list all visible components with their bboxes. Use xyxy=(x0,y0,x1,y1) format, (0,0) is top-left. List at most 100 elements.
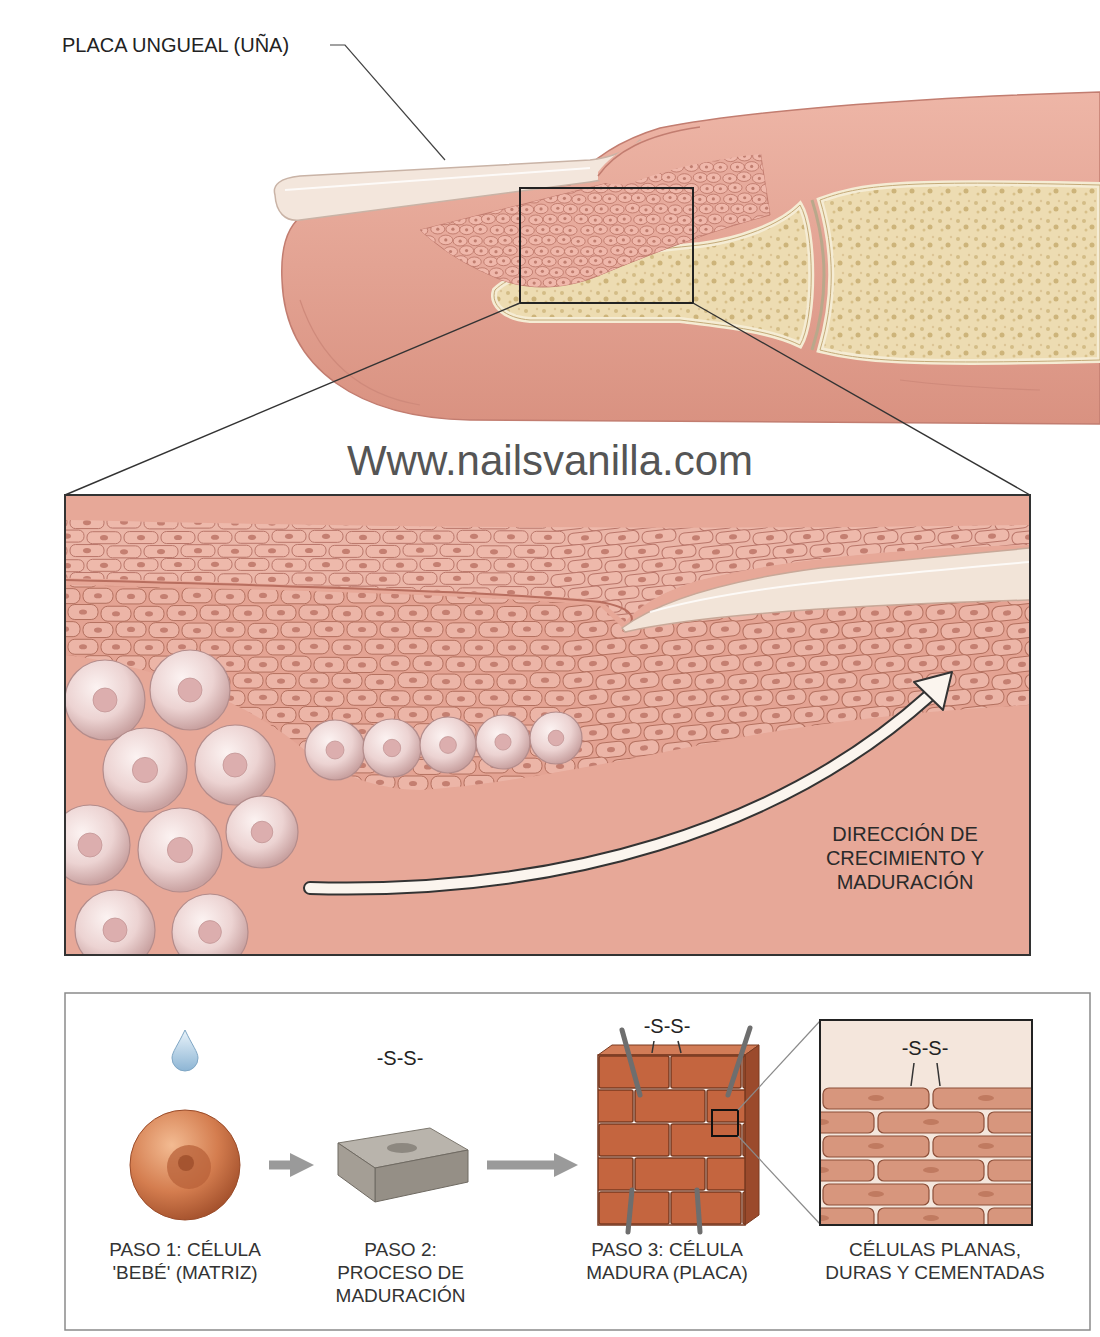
matrix-cell xyxy=(549,288,563,298)
matrix-cell xyxy=(741,282,744,285)
matrix-cell xyxy=(504,225,518,235)
flat-cell xyxy=(272,559,306,571)
flat-cell xyxy=(550,544,585,559)
flat-cell xyxy=(218,545,252,557)
matrix-cell xyxy=(498,152,512,162)
flat-cell xyxy=(661,544,696,559)
matrix-cell xyxy=(459,268,473,278)
maturing-cell xyxy=(622,594,630,600)
flat-cell xyxy=(272,530,306,542)
matrix-cell xyxy=(484,236,498,246)
maturing-cell xyxy=(709,620,740,638)
matrix-cell xyxy=(736,256,750,266)
matrix-cell xyxy=(624,247,638,257)
matrix-cell xyxy=(556,278,570,288)
flat-cell xyxy=(403,518,437,530)
matrix-cell xyxy=(527,278,541,288)
maturing-cell xyxy=(442,645,450,650)
maturing-cell xyxy=(182,588,212,603)
matrix-cell xyxy=(714,226,728,236)
flat-cell xyxy=(544,591,552,596)
matrix-cell xyxy=(693,195,707,205)
maturing-cell xyxy=(497,606,527,621)
flat-cell xyxy=(309,530,343,542)
matrix-cell xyxy=(407,151,421,161)
flat-cell xyxy=(70,573,104,585)
flat-cell xyxy=(70,517,104,529)
maturing-cell xyxy=(991,638,1022,656)
flat-cell xyxy=(550,544,585,559)
matrix-cell xyxy=(677,215,691,225)
matrix-cell xyxy=(761,226,775,236)
matrix-cell xyxy=(638,280,641,283)
maturing-cell xyxy=(200,605,230,620)
matrix-cell xyxy=(549,281,552,284)
flat-cell xyxy=(715,558,750,573)
maturing-cell xyxy=(347,622,377,637)
maturing-cell xyxy=(760,638,791,656)
flat-cell xyxy=(735,544,770,559)
matrix-cell xyxy=(719,270,722,273)
matrix-cell xyxy=(664,214,678,224)
flat-cell xyxy=(477,517,511,529)
matrix-cell xyxy=(604,236,618,246)
matrix-cell xyxy=(623,196,626,199)
maturing-cell xyxy=(127,594,135,599)
matrix-cell xyxy=(753,277,767,287)
maturing-cell xyxy=(376,644,384,649)
matrix-cell xyxy=(502,281,505,284)
matrix-cell xyxy=(465,249,468,252)
maturing-cell xyxy=(985,660,993,666)
maturing-cell xyxy=(676,656,707,674)
maturing-cell xyxy=(409,611,417,616)
flat-cell xyxy=(900,530,935,545)
flat-cell xyxy=(971,520,979,526)
matrix-cell xyxy=(661,292,664,295)
matrix-cell xyxy=(625,268,639,278)
maturing-cell xyxy=(610,656,641,674)
maturing-cell xyxy=(497,572,527,587)
matrix-cell xyxy=(398,141,412,151)
matrix-cell xyxy=(547,239,550,242)
matrix-cell xyxy=(452,152,466,162)
flat-cell xyxy=(292,517,326,529)
flat-cell xyxy=(587,571,622,586)
maturing-cell xyxy=(446,589,476,604)
matrix-cell xyxy=(766,229,769,232)
flat-cell xyxy=(789,529,824,544)
matrix-cell xyxy=(674,270,677,273)
maturing-cell xyxy=(347,588,377,603)
matrix-cell xyxy=(577,198,580,201)
matrix-cell xyxy=(510,208,513,211)
flat-cell xyxy=(729,534,737,540)
matrix-cell xyxy=(579,217,582,220)
flat-cell xyxy=(678,530,713,545)
matrix-cell xyxy=(742,239,745,242)
matrix-cell xyxy=(638,246,652,256)
matrix-cell xyxy=(767,214,781,224)
flat-cell xyxy=(567,558,602,573)
flat-cell xyxy=(292,573,326,585)
maturing-cell xyxy=(281,656,311,671)
maturing-cell xyxy=(413,622,443,637)
flat-cell xyxy=(641,585,676,600)
matrix-cell xyxy=(669,225,683,235)
matrix-cell xyxy=(652,217,655,220)
flat-cell xyxy=(809,542,844,557)
flat-cell xyxy=(581,562,589,568)
flat-cell xyxy=(100,563,108,568)
matrix-cell xyxy=(502,259,505,262)
maturing-cell xyxy=(112,576,120,581)
flat-cell xyxy=(285,563,293,568)
zoom-frame xyxy=(520,188,693,303)
maturing-cell xyxy=(775,621,806,639)
maturing-cell xyxy=(871,643,879,649)
matrix-cell xyxy=(524,271,527,274)
matrix-cell xyxy=(419,143,422,146)
matrix-cell xyxy=(474,246,488,256)
maturing-cell xyxy=(266,571,296,586)
matrix-cell xyxy=(436,228,439,231)
flat-cell xyxy=(531,559,565,571)
maturing-cell xyxy=(694,638,725,656)
matrix-cell xyxy=(465,228,468,231)
